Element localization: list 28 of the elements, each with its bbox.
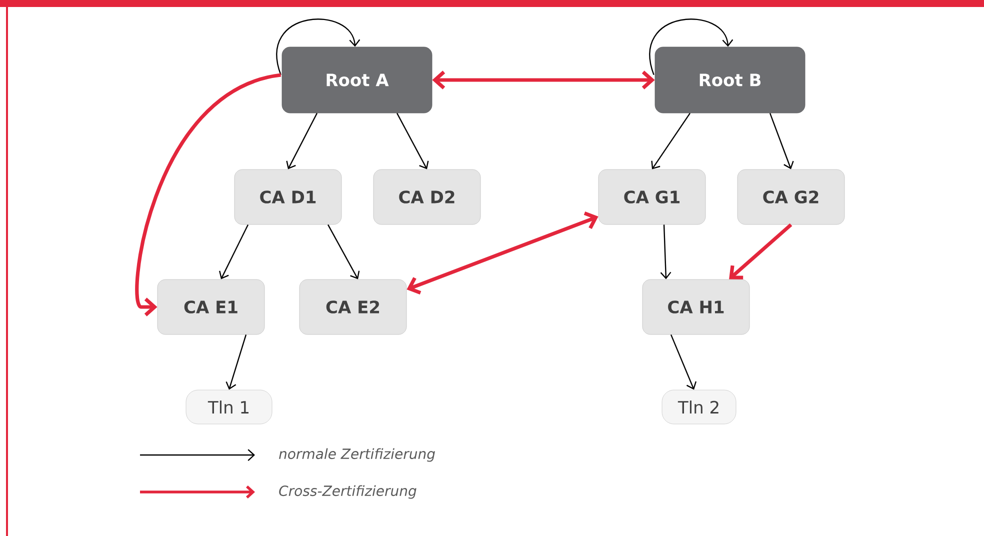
arrow — [769, 113, 794, 170]
root-ca-box: Root A — [282, 46, 432, 114]
ca-box: CA H1 — [642, 279, 750, 335]
arrow — [396, 112, 429, 170]
arrow — [226, 334, 247, 390]
arrow — [406, 212, 598, 295]
ca-box: CA D2 — [373, 169, 481, 225]
root-ca-box: Root B — [654, 46, 806, 114]
participant-box: Tln 1 — [186, 390, 272, 424]
arrow — [432, 70, 655, 90]
ca-box: CA E1 — [157, 279, 265, 335]
arrow — [135, 73, 282, 316]
ca-box: CA D1 — [234, 169, 342, 225]
arrow — [729, 223, 792, 280]
legend-label: normale Zertifizierung — [279, 448, 435, 462]
arrow — [327, 224, 360, 280]
arrow — [651, 112, 690, 170]
ca-box: CA E2 — [299, 279, 407, 335]
arrow — [286, 112, 318, 170]
arrow — [660, 224, 672, 280]
legend-label: Cross-Zertifizierung — [279, 485, 416, 499]
arrow — [649, 18, 734, 75]
participant-box: Tln 2 — [662, 390, 736, 424]
arrow — [670, 334, 697, 390]
ca-box: CA G1 — [598, 169, 706, 225]
arrow — [276, 18, 360, 75]
ca-box: CA G2 — [737, 169, 845, 225]
arrow — [219, 224, 249, 280]
